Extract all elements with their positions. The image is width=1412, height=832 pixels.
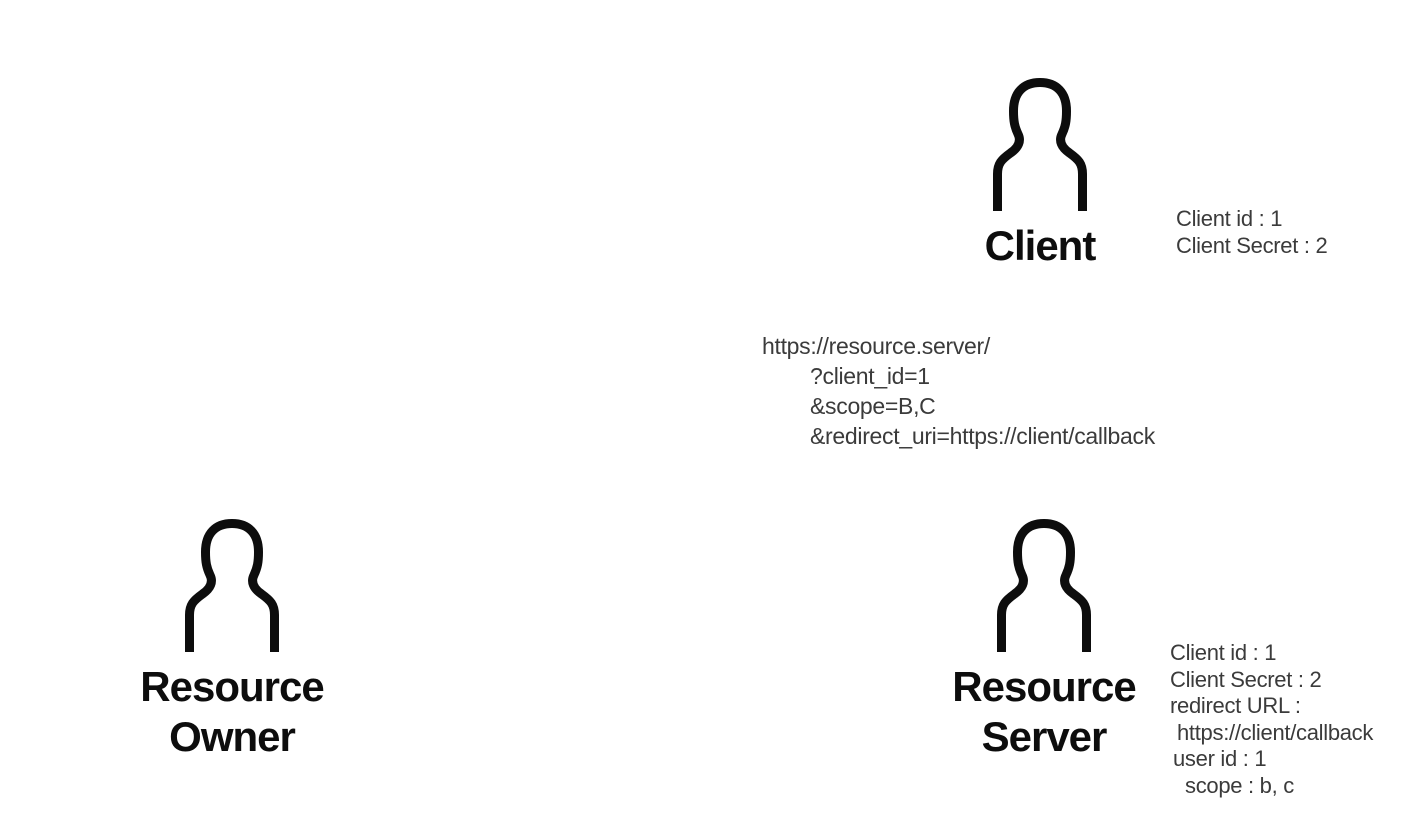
- actor-label-client: Client: [984, 222, 1097, 269]
- note-line: https://client/callback: [1177, 719, 1374, 745]
- actor-label-line: Resource: [952, 663, 1136, 710]
- note-line: redirect URL :: [1170, 693, 1301, 718]
- person-icon: [997, 519, 1091, 652]
- person-icon: [993, 78, 1087, 211]
- actor-client: Client: [960, 78, 1120, 271]
- actor-label-resource-server: Resource Server: [952, 662, 1136, 762]
- url-line: ?client_id=1: [810, 363, 930, 389]
- note-line: scope : b, c: [1185, 772, 1294, 798]
- note-line: user id : 1: [1173, 746, 1267, 771]
- actor-label-resource-owner: Resource Owner: [140, 662, 324, 762]
- person-icon: [185, 519, 279, 652]
- authorization-request-url: https://resource.server/ ?client_id=1 &s…: [762, 331, 1155, 451]
- actor-resource-server: Resource Server: [952, 519, 1137, 762]
- note-line: Client Secret : 2: [1176, 233, 1328, 258]
- server-state-note: Client id : 1 Client Secret : 2 redirect…: [1170, 640, 1373, 799]
- note-line: Client id : 1: [1170, 640, 1277, 665]
- actor-label-line: Resource: [140, 663, 324, 710]
- client-credentials-note: Client id : 1 Client Secret : 2: [1176, 205, 1328, 259]
- actor-resource-owner: Resource Owner: [140, 519, 325, 762]
- note-line: Client Secret : 2: [1170, 666, 1322, 692]
- url-line: &redirect_uri=https://client/callback: [810, 423, 1155, 449]
- url-line: https://resource.server/: [762, 333, 990, 359]
- note-line: Client id : 1: [1176, 206, 1283, 231]
- url-line: &scope=B,C: [810, 393, 936, 419]
- actor-label-line: Server: [981, 713, 1108, 760]
- actor-label-line: Owner: [169, 713, 296, 760]
